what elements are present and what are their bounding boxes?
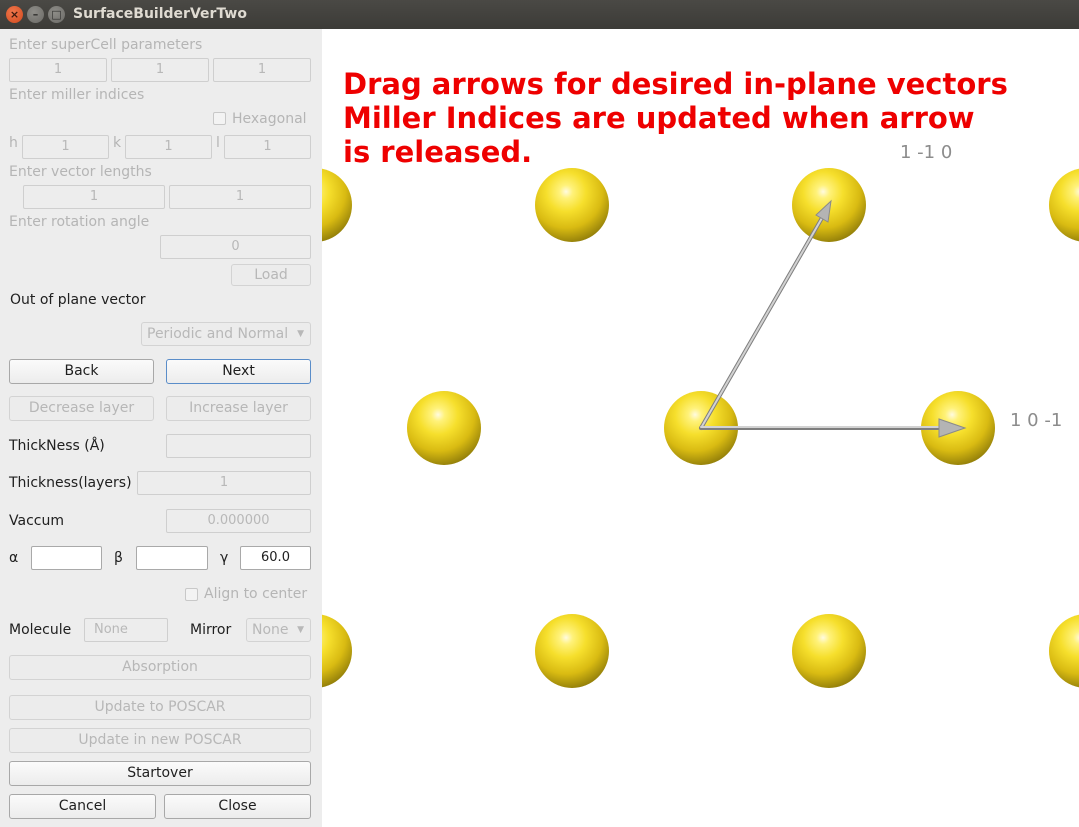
atom [792, 614, 866, 688]
supercell-label: Enter superCell parameters [9, 37, 203, 53]
hexagonal-checkbox[interactable] [213, 112, 226, 125]
supercell-b-field[interactable]: 1 [111, 58, 209, 82]
hexagonal-label: Hexagonal [232, 111, 307, 127]
atom [407, 391, 481, 465]
thickness-layers-label: Thickness(layers) [9, 475, 132, 491]
supercell-a-field[interactable]: 1 [9, 58, 107, 82]
startover-button[interactable]: Startover [9, 761, 311, 786]
close-button[interactable]: Close [164, 794, 311, 819]
vector-arrows [699, 199, 967, 438]
alpha-label: α [9, 550, 19, 566]
instruction-line-2: Miller Indices are updated when arrow [343, 101, 975, 135]
k-label: k [113, 135, 122, 151]
instruction-line-1: Drag arrows for desired in-plane vectors [343, 67, 1008, 101]
thickness-angstrom-label: ThickNess (Å) [9, 438, 105, 454]
instruction-text: Drag arrows for desired in-plane vectors… [343, 67, 1008, 169]
increase-layer-button[interactable]: Increase layer [166, 396, 311, 421]
out-of-plane-value: Periodic and Normal [147, 326, 289, 342]
maximize-window-icon[interactable]: □ [48, 6, 65, 23]
vector-1-miller-label: 1 -1 0 [900, 142, 953, 163]
beta-field[interactable] [136, 546, 208, 570]
cancel-button[interactable]: Cancel [9, 794, 156, 819]
vaccum-field[interactable]: 0.000000 [166, 509, 311, 533]
back-button[interactable]: Back [9, 359, 154, 384]
molecule-field[interactable]: None [84, 618, 168, 642]
h-label: h [9, 135, 18, 151]
vaccum-label: Vaccum [9, 513, 64, 529]
update-poscar-button[interactable]: Update to POSCAR [9, 695, 311, 720]
supercell-c-field[interactable]: 1 [213, 58, 311, 82]
thickness-angstrom-field[interactable] [166, 434, 311, 458]
miller-label: Enter miller indices [9, 87, 145, 103]
mirror-label: Mirror [190, 622, 232, 638]
vector-arrow-1[interactable] [699, 199, 832, 430]
align-center-checkbox[interactable] [185, 588, 198, 601]
beta-label: β [114, 550, 123, 566]
vector-length-2-field[interactable]: 1 [169, 185, 311, 209]
vector-2-miller-label: 1 0 -1 [1010, 410, 1063, 431]
align-center-label: Align to center [204, 586, 308, 602]
miller-l-field[interactable]: 1 [224, 135, 311, 159]
window-titlebar: × – □ SurfaceBuilderVerTwo [0, 0, 1079, 29]
instruction-line-3: is released. [343, 135, 533, 169]
gamma-field[interactable]: 60.0 [240, 546, 311, 570]
close-window-icon[interactable]: × [6, 6, 23, 23]
minimize-window-icon[interactable]: – [27, 6, 44, 23]
lattice-canvas[interactable]: Drag arrows for desired in-plane vectors… [322, 29, 1079, 827]
atom [535, 614, 609, 688]
mirror-value: None [252, 622, 289, 638]
next-button[interactable]: Next [166, 359, 311, 384]
miller-h-field[interactable]: 1 [22, 135, 109, 159]
absorption-button[interactable]: Absorption [9, 655, 311, 680]
load-button[interactable]: Load [231, 264, 311, 286]
update-new-poscar-button[interactable]: Update in new POSCAR [9, 728, 311, 753]
chevron-down-icon: ▼ [297, 625, 304, 635]
miller-k-field[interactable]: 1 [125, 135, 212, 159]
gamma-label: γ [220, 550, 229, 566]
thickness-layers-field[interactable]: 1 [137, 471, 311, 495]
out-of-plane-label: Out of plane vector [10, 292, 146, 308]
chevron-down-icon: ▼ [297, 329, 304, 339]
decrease-layer-button[interactable]: Decrease layer [9, 396, 154, 421]
out-of-plane-select[interactable]: Periodic and Normal ▼ [141, 322, 311, 346]
vector-arrow-2[interactable] [699, 418, 967, 438]
window-title: SurfaceBuilderVerTwo [73, 6, 247, 22]
molecule-label: Molecule [9, 622, 72, 638]
vector-lengths-label: Enter vector lengths [9, 164, 152, 180]
rotation-label: Enter rotation angle [9, 214, 150, 230]
alpha-field[interactable] [31, 546, 102, 570]
mirror-select[interactable]: None ▼ [246, 618, 311, 642]
rotation-field[interactable]: 0 [160, 235, 311, 259]
l-label: l [216, 135, 220, 151]
atom [535, 168, 609, 242]
control-panel: Enter superCell parameters 1 1 1 Enter m… [0, 29, 322, 827]
vector-length-1-field[interactable]: 1 [23, 185, 165, 209]
